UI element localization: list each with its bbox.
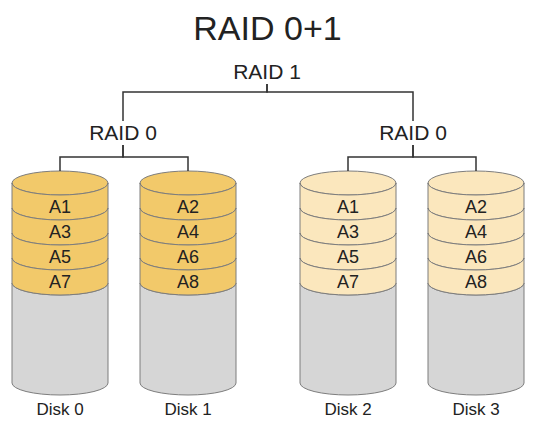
- bracket-connector: [348, 145, 413, 171]
- stripe-label: A7: [12, 270, 108, 295]
- stripe-shape: [12, 233, 108, 270]
- stripe-shape: [428, 183, 524, 220]
- disk-cylinder: Disk 0A1A3A5A7: [12, 171, 108, 397]
- bracket-connector: [123, 84, 267, 121]
- stripe-shape: [12, 208, 108, 245]
- stripe-label: A8: [428, 270, 524, 295]
- raid-level-text: RAID 0: [363, 121, 463, 145]
- bracket-connector: [123, 145, 188, 171]
- disk-name: Disk 3: [406, 400, 535, 420]
- disk-name: Disk 2: [278, 400, 418, 420]
- stripe-block: A8: [428, 258, 524, 307]
- disk-cylinder: Disk 3A2A4A6A8: [428, 171, 524, 397]
- stripe-shape: [140, 183, 236, 220]
- stripe-shape: [300, 183, 396, 220]
- disk-cylinder: Disk 2A1A3A5A7: [300, 171, 396, 397]
- disk-name: Disk 1: [118, 400, 258, 420]
- bracket-connector: [267, 84, 413, 121]
- stripe-shape: [140, 233, 236, 270]
- stripe-shape: [428, 208, 524, 245]
- stripe-block: A7: [300, 258, 396, 307]
- diagram-title: RAID 0+1: [0, 8, 535, 48]
- stripe-shape: [12, 258, 108, 295]
- stripe-shape: [300, 258, 396, 295]
- disk-free-space: [300, 283, 396, 395]
- stripe-shape: [300, 233, 396, 270]
- bracket-connector: [60, 145, 123, 171]
- stripe-block: A8: [140, 258, 236, 307]
- disk-free-space: [140, 283, 236, 395]
- raid-level-text: RAID 0: [73, 121, 173, 145]
- stripe-shape: [300, 208, 396, 245]
- stripe-shape: [428, 233, 524, 270]
- disk-free-space: [428, 283, 524, 395]
- stripe-shape: [428, 258, 524, 295]
- stripe-block: A7: [12, 258, 108, 307]
- stripe-label: A8: [140, 270, 236, 295]
- bracket-connector: [413, 145, 476, 171]
- stripe-label: A7: [300, 270, 396, 295]
- raid-level-text: RAID 1: [217, 60, 317, 84]
- raid-level-label: RAID 1: [217, 60, 317, 84]
- stripe-shape: [140, 258, 236, 295]
- disk-name: Disk 0: [0, 400, 130, 420]
- disk-free-space: [12, 283, 108, 395]
- stripe-shape: [140, 208, 236, 245]
- disk-cylinder: Disk 1A2A4A6A8: [140, 171, 236, 397]
- raid-level-label: RAID 0: [363, 121, 463, 145]
- raid-level-label: RAID 0: [73, 121, 173, 145]
- stripe-shape: [12, 183, 108, 220]
